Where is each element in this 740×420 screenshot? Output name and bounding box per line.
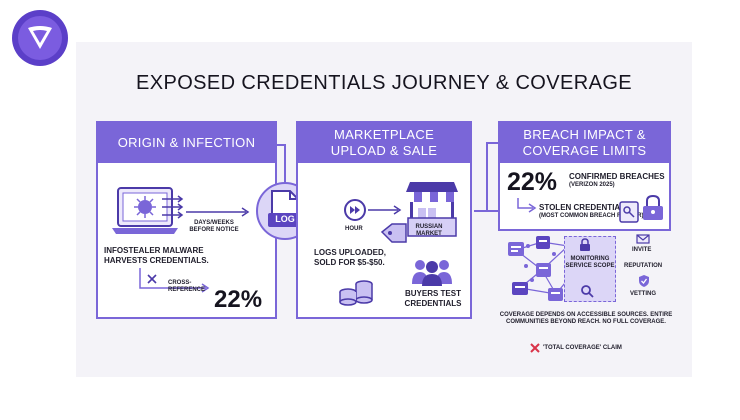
shield-logo-icon	[28, 26, 52, 49]
confirmed-breaches-source: (VERIZON 2025)	[569, 182, 615, 188]
cross-icon	[530, 343, 540, 353]
hour-label: HOUR	[345, 226, 363, 232]
timing-arrow	[186, 207, 250, 217]
arrows-icon	[162, 195, 184, 219]
connector-line	[262, 144, 286, 192]
timing-label: DAYS/WEEKS BEFORE NOTICE	[189, 220, 239, 233]
vetting-label: VETTING	[630, 291, 657, 297]
invite-label: INVITE	[632, 247, 652, 253]
coverage-network-diagram	[508, 236, 583, 301]
cross-reference-label: CROSS-REFERENCE	[168, 280, 206, 293]
coins-icon	[339, 280, 373, 306]
page-title: EXPOSED CREDENTIALS JOURNEY & COVERAGE	[135, 72, 633, 94]
envelope-icon	[636, 234, 650, 244]
confirmed-breaches-label: CONFIRMED BREACHES	[569, 172, 665, 181]
coverage-note: COVERAGE DEPENDS ON ACCESSIBLE SOURCES. …	[499, 312, 673, 325]
stage-origin-percent: 22%	[214, 286, 263, 313]
reputation-label: REPUTATION	[624, 263, 663, 269]
monitoring-scope-label: MONITORING SERVICE SCOPE	[565, 256, 615, 269]
lock-icon	[580, 238, 590, 251]
upload-description: LOGS UPLOADED, SOLD FOR $5-$50.	[314, 248, 387, 267]
stage-origin-header: ORIGIN & INFECTION	[98, 123, 275, 163]
stolen-arrow	[517, 198, 537, 213]
stage-marketplace-header: MARKETPLACE UPLOAD & SALE	[298, 123, 470, 163]
breach-percent: 22%	[507, 168, 558, 196]
buyers-description: BUYERS TEST CREDENTIALS	[404, 289, 462, 308]
market-stall-icon	[406, 182, 458, 237]
log-file-label: LOG	[275, 214, 295, 224]
hour-arrow	[368, 205, 402, 215]
brand-logo[interactable]	[12, 10, 68, 66]
connector-line	[486, 142, 500, 212]
price-tag-icon	[380, 223, 407, 243]
search-icon	[581, 285, 594, 298]
people-icon	[412, 260, 452, 286]
cross-reference-arrow	[139, 268, 210, 293]
market-tag-label: RUSSIAN MARKET	[415, 224, 443, 237]
stolen-credentials-label: STOLEN CREDENTIALS	[539, 203, 631, 212]
stage-breach-card: BREACH IMPACT & COVERAGE LIMITS	[498, 121, 671, 231]
laptop-virus-icon	[112, 187, 178, 234]
key-icon	[619, 201, 639, 223]
shield-check-icon	[639, 275, 649, 287]
infostealer-description: INFOSTEALER MALWARE HARVESTS CREDENTIALS…	[104, 246, 209, 265]
stolen-credentials-note: (MOST COMMON BREACH FACTOR)	[539, 213, 644, 219]
lock-icon	[643, 194, 663, 220]
total-coverage-claim: 'TOTAL COVERAGE' CLAIM	[543, 345, 622, 351]
stage-breach-header: BREACH IMPACT & COVERAGE LIMITS	[500, 123, 669, 163]
stage-origin-card: ORIGIN & INFECTION	[96, 121, 277, 319]
fast-forward-icon	[344, 199, 366, 221]
